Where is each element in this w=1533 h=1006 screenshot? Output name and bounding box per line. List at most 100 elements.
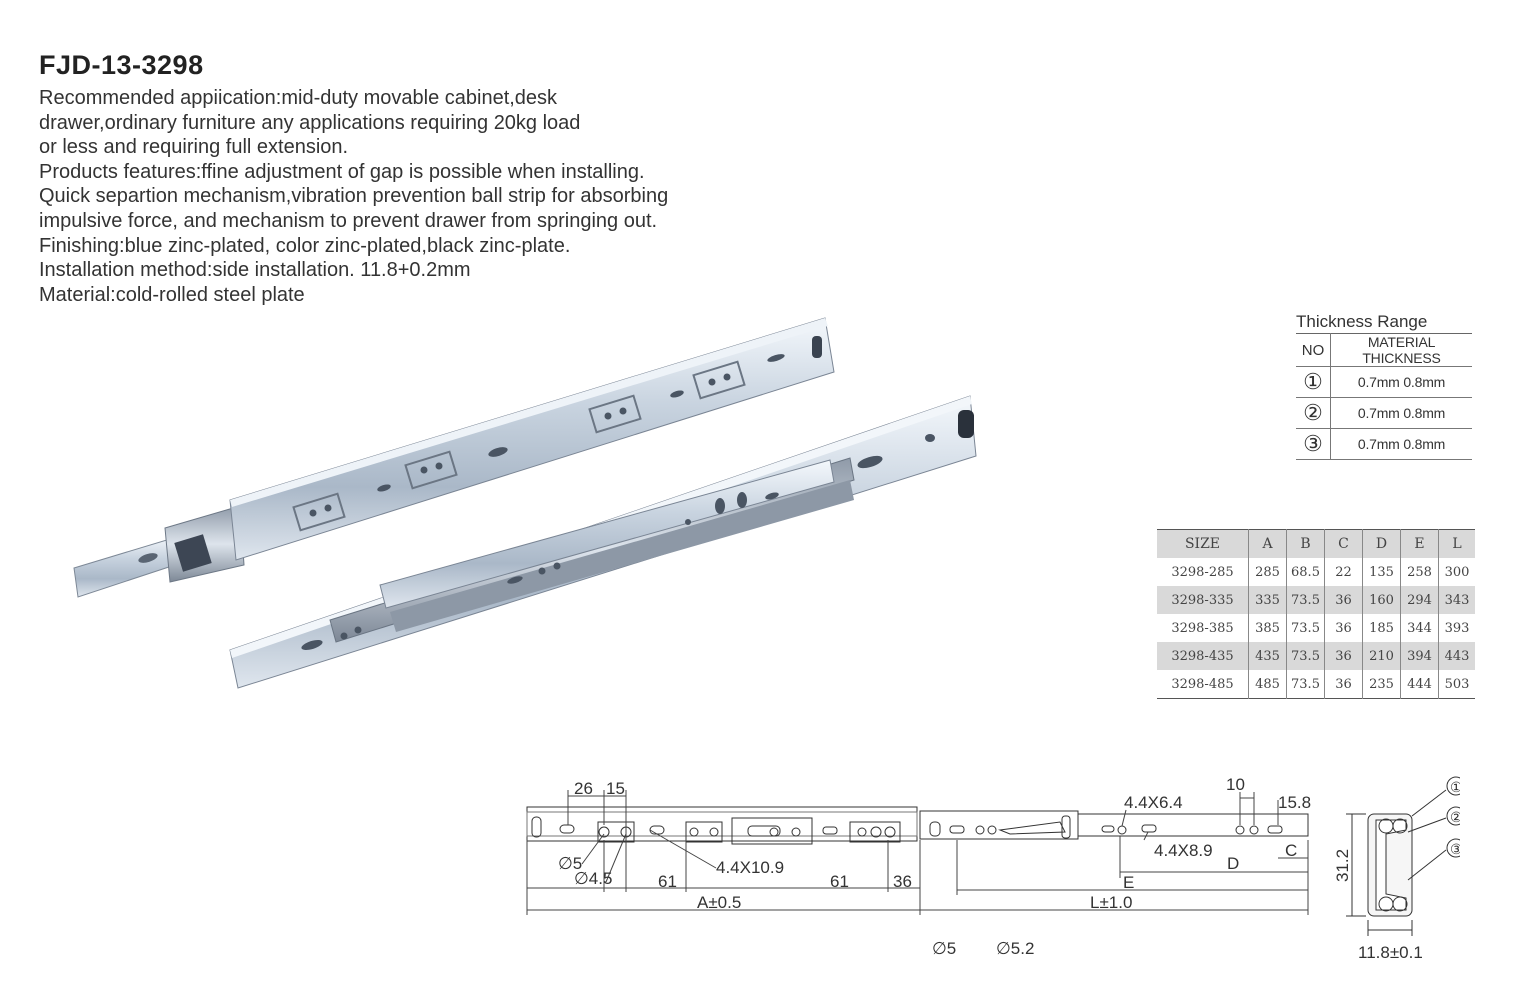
size-header: B	[1286, 529, 1325, 558]
size-cell: 22	[1324, 558, 1363, 586]
size-cell: 443	[1438, 642, 1475, 670]
section-callout-2: ②	[1450, 809, 1460, 825]
thickness-row-no: ③	[1296, 428, 1331, 460]
size-table: SIZE A B C D E L 3298-285 285 68.5 22 13…	[1157, 529, 1475, 699]
description-line: Quick separtion mechanism,vibration prev…	[39, 185, 669, 208]
dim-l: L±1.0	[1090, 893, 1132, 912]
size-row: 3298-385 385 73.5 36 185 344 393	[1157, 614, 1475, 642]
dim-slot-1: 4.4X10.9	[716, 858, 784, 877]
size-cell: 503	[1444, 676, 1470, 692]
size-cell: 344	[1400, 614, 1439, 642]
size-header: C	[1324, 529, 1363, 558]
hole-d52: ∅5.2	[996, 939, 1034, 958]
thickness-row: ② 0.7mm 0.8mm	[1296, 397, 1472, 429]
thickness-row: ① 0.7mm 0.8mm	[1296, 366, 1472, 398]
dim-slot-3: 4.4X8.9	[1154, 841, 1213, 860]
size-cell: 3298-485	[1157, 670, 1249, 699]
section-callout-1: ①	[1450, 779, 1460, 795]
size-cell: 235	[1362, 670, 1401, 699]
size-cell: 3298-335	[1157, 586, 1249, 614]
product-description: Recommended appiication:mid-duty movable…	[39, 86, 799, 307]
lower-slide	[229, 395, 977, 689]
size-cell: 36	[1324, 614, 1363, 642]
size-cell: 73.5	[1286, 642, 1325, 670]
size-cell: 73.5	[1286, 586, 1325, 614]
size-cell: 185	[1362, 614, 1401, 642]
size-row: 3298-335 335 73.5 36 160 294 343	[1157, 586, 1475, 614]
drawer-slide-photo	[73, 317, 977, 689]
thickness-row-value: 0.7mm 0.8mm	[1330, 366, 1472, 398]
size-cell: 435	[1248, 642, 1287, 670]
size-cell: 135	[1362, 558, 1401, 586]
thickness-row-no: ②	[1296, 397, 1331, 429]
size-header: SIZE	[1157, 529, 1249, 558]
description-line: Products features:ffine adjustment of ga…	[39, 160, 645, 183]
slide-side-view	[526, 806, 1309, 845]
dim-d: D	[1227, 854, 1239, 873]
size-header: L	[1438, 529, 1475, 558]
size-cell: 3298-285	[1157, 558, 1249, 586]
size-row: 3298-485 485 73.5 36 235 444 503	[1157, 670, 1475, 699]
section-callout-3: ③	[1450, 841, 1460, 857]
description-line: Installation method:side installation. 1…	[39, 259, 471, 282]
cross-section	[1346, 776, 1460, 936]
thickness-range-table: Thickness Range NO MATERIAL THICKNESS ① …	[1296, 311, 1472, 460]
technical-drawing: 26 15 ∅5 ∅4.5 4.4X10.9 61 61 36 A±0.5 L±…	[526, 775, 1460, 962]
thickness-row-no: ①	[1296, 366, 1331, 398]
material-thickness-header: MATERIAL THICKNESS	[1330, 333, 1472, 367]
size-cell: 394	[1400, 642, 1439, 670]
dim-10: 10	[1226, 775, 1245, 794]
size-header: D	[1362, 529, 1401, 558]
size-cell: 73.5	[1286, 670, 1325, 699]
size-cell: 3298-435	[1157, 642, 1249, 670]
size-cell: 385	[1248, 614, 1287, 642]
thickness-row: ③ 0.7mm 0.8mm	[1296, 428, 1472, 460]
size-cell: 68.5	[1286, 558, 1325, 586]
dim-d5: ∅5	[558, 854, 582, 873]
dim-d45: ∅4.5	[574, 869, 612, 888]
size-cell: 335	[1248, 586, 1287, 614]
size-cell: 210	[1362, 642, 1401, 670]
dim-a: A±0.5	[697, 893, 741, 912]
description-line: impulsive force, and mechanism to preven…	[39, 209, 658, 232]
size-cell: 393	[1444, 620, 1470, 636]
size-cell: 36	[1324, 670, 1363, 699]
no-header: NO	[1296, 333, 1331, 367]
description-line: drawer,ordinary furniture any applicatio…	[39, 111, 581, 134]
size-header: A	[1248, 529, 1287, 558]
size-header: E	[1400, 529, 1439, 558]
size-cell: 294	[1400, 586, 1439, 614]
dim-c: C	[1285, 841, 1297, 860]
upper-slide	[73, 317, 835, 598]
description-line: or less and requiring full extension.	[39, 136, 349, 159]
size-cell: 300	[1444, 564, 1470, 580]
dim-slot-2: 4.4X6.4	[1124, 793, 1183, 812]
dim-e: E	[1123, 873, 1134, 892]
dim-36: 36	[893, 872, 912, 891]
size-cell: 258	[1400, 558, 1439, 586]
description-line: Finishing:blue zinc-plated, color zinc-p…	[39, 234, 571, 257]
dim-158: 15.8	[1278, 793, 1311, 812]
size-header-row: SIZE A B C D E L	[1157, 529, 1475, 558]
dim-15: 15	[606, 779, 625, 798]
size-cell: 73.5	[1286, 614, 1325, 642]
dimension-labels: 26 15 ∅5 ∅4.5 4.4X10.9 61 61 36 A±0.5 L±…	[558, 775, 1311, 958]
dimension-lines	[526, 790, 1309, 915]
product-title: FJD-13-3298	[39, 50, 204, 80]
thickness-row-value: 0.7mm 0.8mm	[1330, 428, 1472, 460]
size-cell: 36	[1324, 642, 1363, 670]
size-cell: 3298-385	[1157, 614, 1249, 642]
dim-26: 26	[574, 779, 593, 798]
size-cell: 485	[1248, 670, 1287, 699]
size-row: 3298-435 435 73.5 36 210 394 443	[1157, 642, 1475, 670]
size-cell: 36	[1324, 586, 1363, 614]
dim-61b: 61	[830, 872, 849, 891]
thickness-header-row: NO MATERIAL THICKNESS	[1296, 333, 1472, 367]
hole-d5: ∅5	[932, 939, 956, 958]
section-height: 31.2	[1333, 849, 1352, 882]
dim-61a: 61	[658, 872, 677, 891]
size-cell: 343	[1438, 586, 1475, 614]
thickness-row-value: 0.7mm 0.8mm	[1330, 397, 1472, 429]
size-cell: 285	[1248, 558, 1287, 586]
description-line: Recommended appiication:mid-duty movable…	[39, 87, 558, 109]
